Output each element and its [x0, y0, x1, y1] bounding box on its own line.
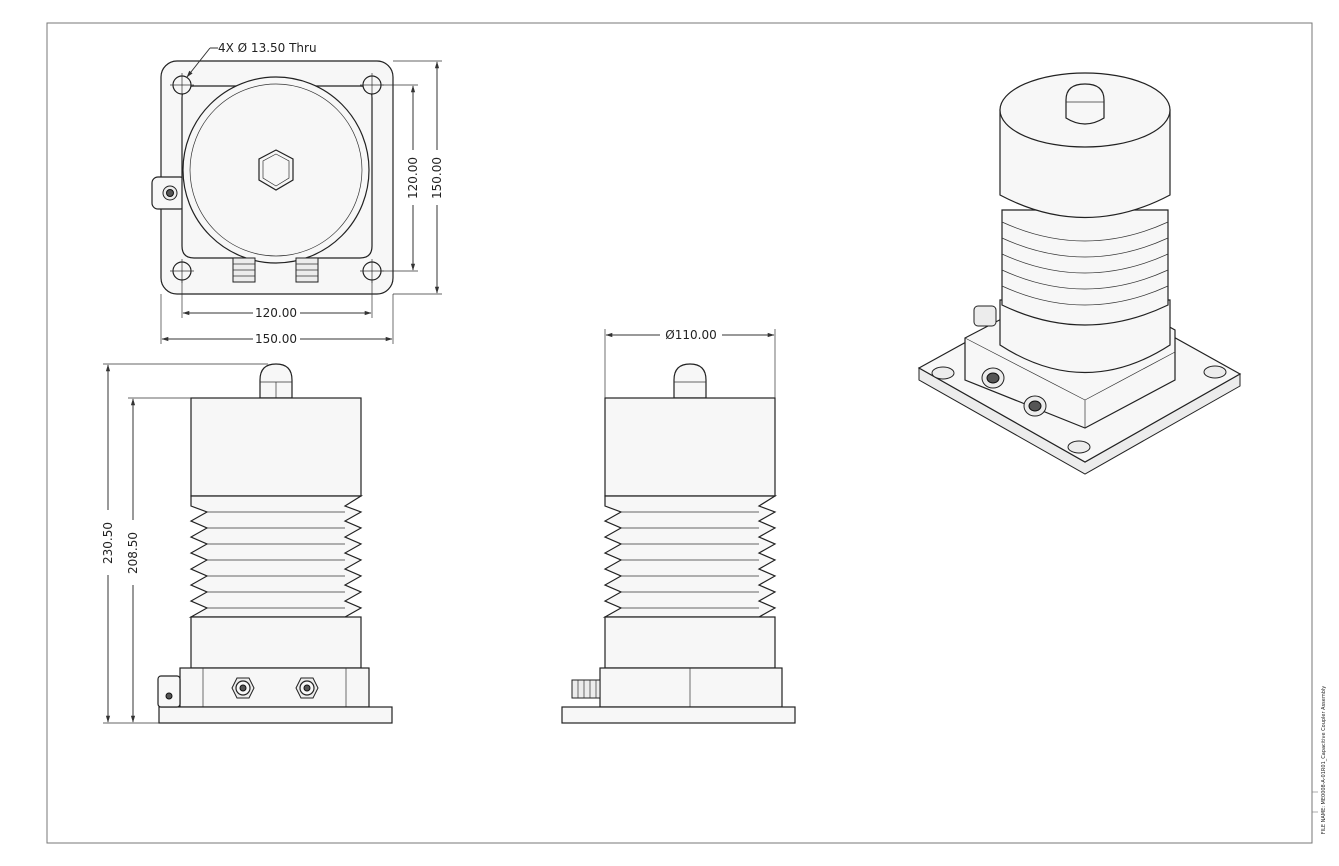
iso-housing-right-edge [1084, 351, 1176, 401]
iso-bellows-ribs [1001, 221, 1169, 306]
front-view-acorn-nut [259, 363, 293, 399]
side-view-cap [604, 397, 776, 497]
front-view-bellows [188, 495, 364, 618]
iso-hole-right [1203, 365, 1227, 379]
side-view-bellows [602, 495, 778, 618]
top-view-connectors [232, 257, 319, 283]
dim-inner-h: 120.00 [255, 306, 297, 320]
side-view-acorn-nut [673, 363, 707, 399]
top-view-hex-nut-inner [262, 153, 290, 187]
side-view-lower-body [604, 616, 776, 669]
iso-housing-edge [964, 337, 1086, 401]
side-view: Ø110.00 [561, 328, 796, 724]
top-view-cap-inner [189, 83, 363, 257]
dim-inner-v: 120.00 [406, 157, 420, 199]
front-view-bellows-ribs [207, 511, 345, 609]
iso-connectors [981, 367, 1047, 417]
top-view-side-fitting-bore [166, 189, 174, 197]
dim-total-height: 230.50 [101, 522, 115, 564]
hole-callout-leader [186, 47, 211, 78]
front-view-connectors [231, 677, 319, 699]
side-view-base-plate [561, 706, 796, 724]
front-view-side-fitting-hole [165, 692, 173, 700]
dim-body-height: 208.50 [126, 532, 140, 574]
file-name-label: FILE NAME: ME0008-A-01R01_Capacitive Cou… [1321, 686, 1327, 835]
front-view: 230.50 208.50 [101, 363, 393, 724]
top-view-hex-nut [258, 149, 294, 191]
hole-callout-text: 4X Ø 13.50 Thru [218, 41, 317, 55]
dim-outer-h: 150.00 [255, 332, 297, 346]
front-view-base-plate [158, 706, 393, 724]
front-view-lower-body [190, 616, 362, 669]
front-view-housing [179, 667, 370, 708]
top-view-mounting-holes [170, 73, 384, 283]
side-view-housing [599, 667, 783, 708]
iso-hole-front [1067, 440, 1091, 454]
front-view-cap [190, 397, 362, 497]
side-view-bellows-ribs [621, 511, 759, 609]
isometric-view [917, 72, 1242, 475]
dim-diameter: Ø110.00 [665, 328, 716, 342]
dim-outer-v: 150.00 [430, 157, 444, 199]
front-view-side-fitting [157, 675, 181, 708]
side-view-connector [571, 679, 601, 699]
iso-hole-left [931, 366, 955, 380]
top-view: 4X Ø 13.50 Thru 120.00 150.00 120.00 150… [151, 41, 444, 346]
iso-side-fitting [973, 305, 997, 327]
iso-bellows [1001, 209, 1169, 326]
iso-acorn-nut [1065, 83, 1105, 125]
